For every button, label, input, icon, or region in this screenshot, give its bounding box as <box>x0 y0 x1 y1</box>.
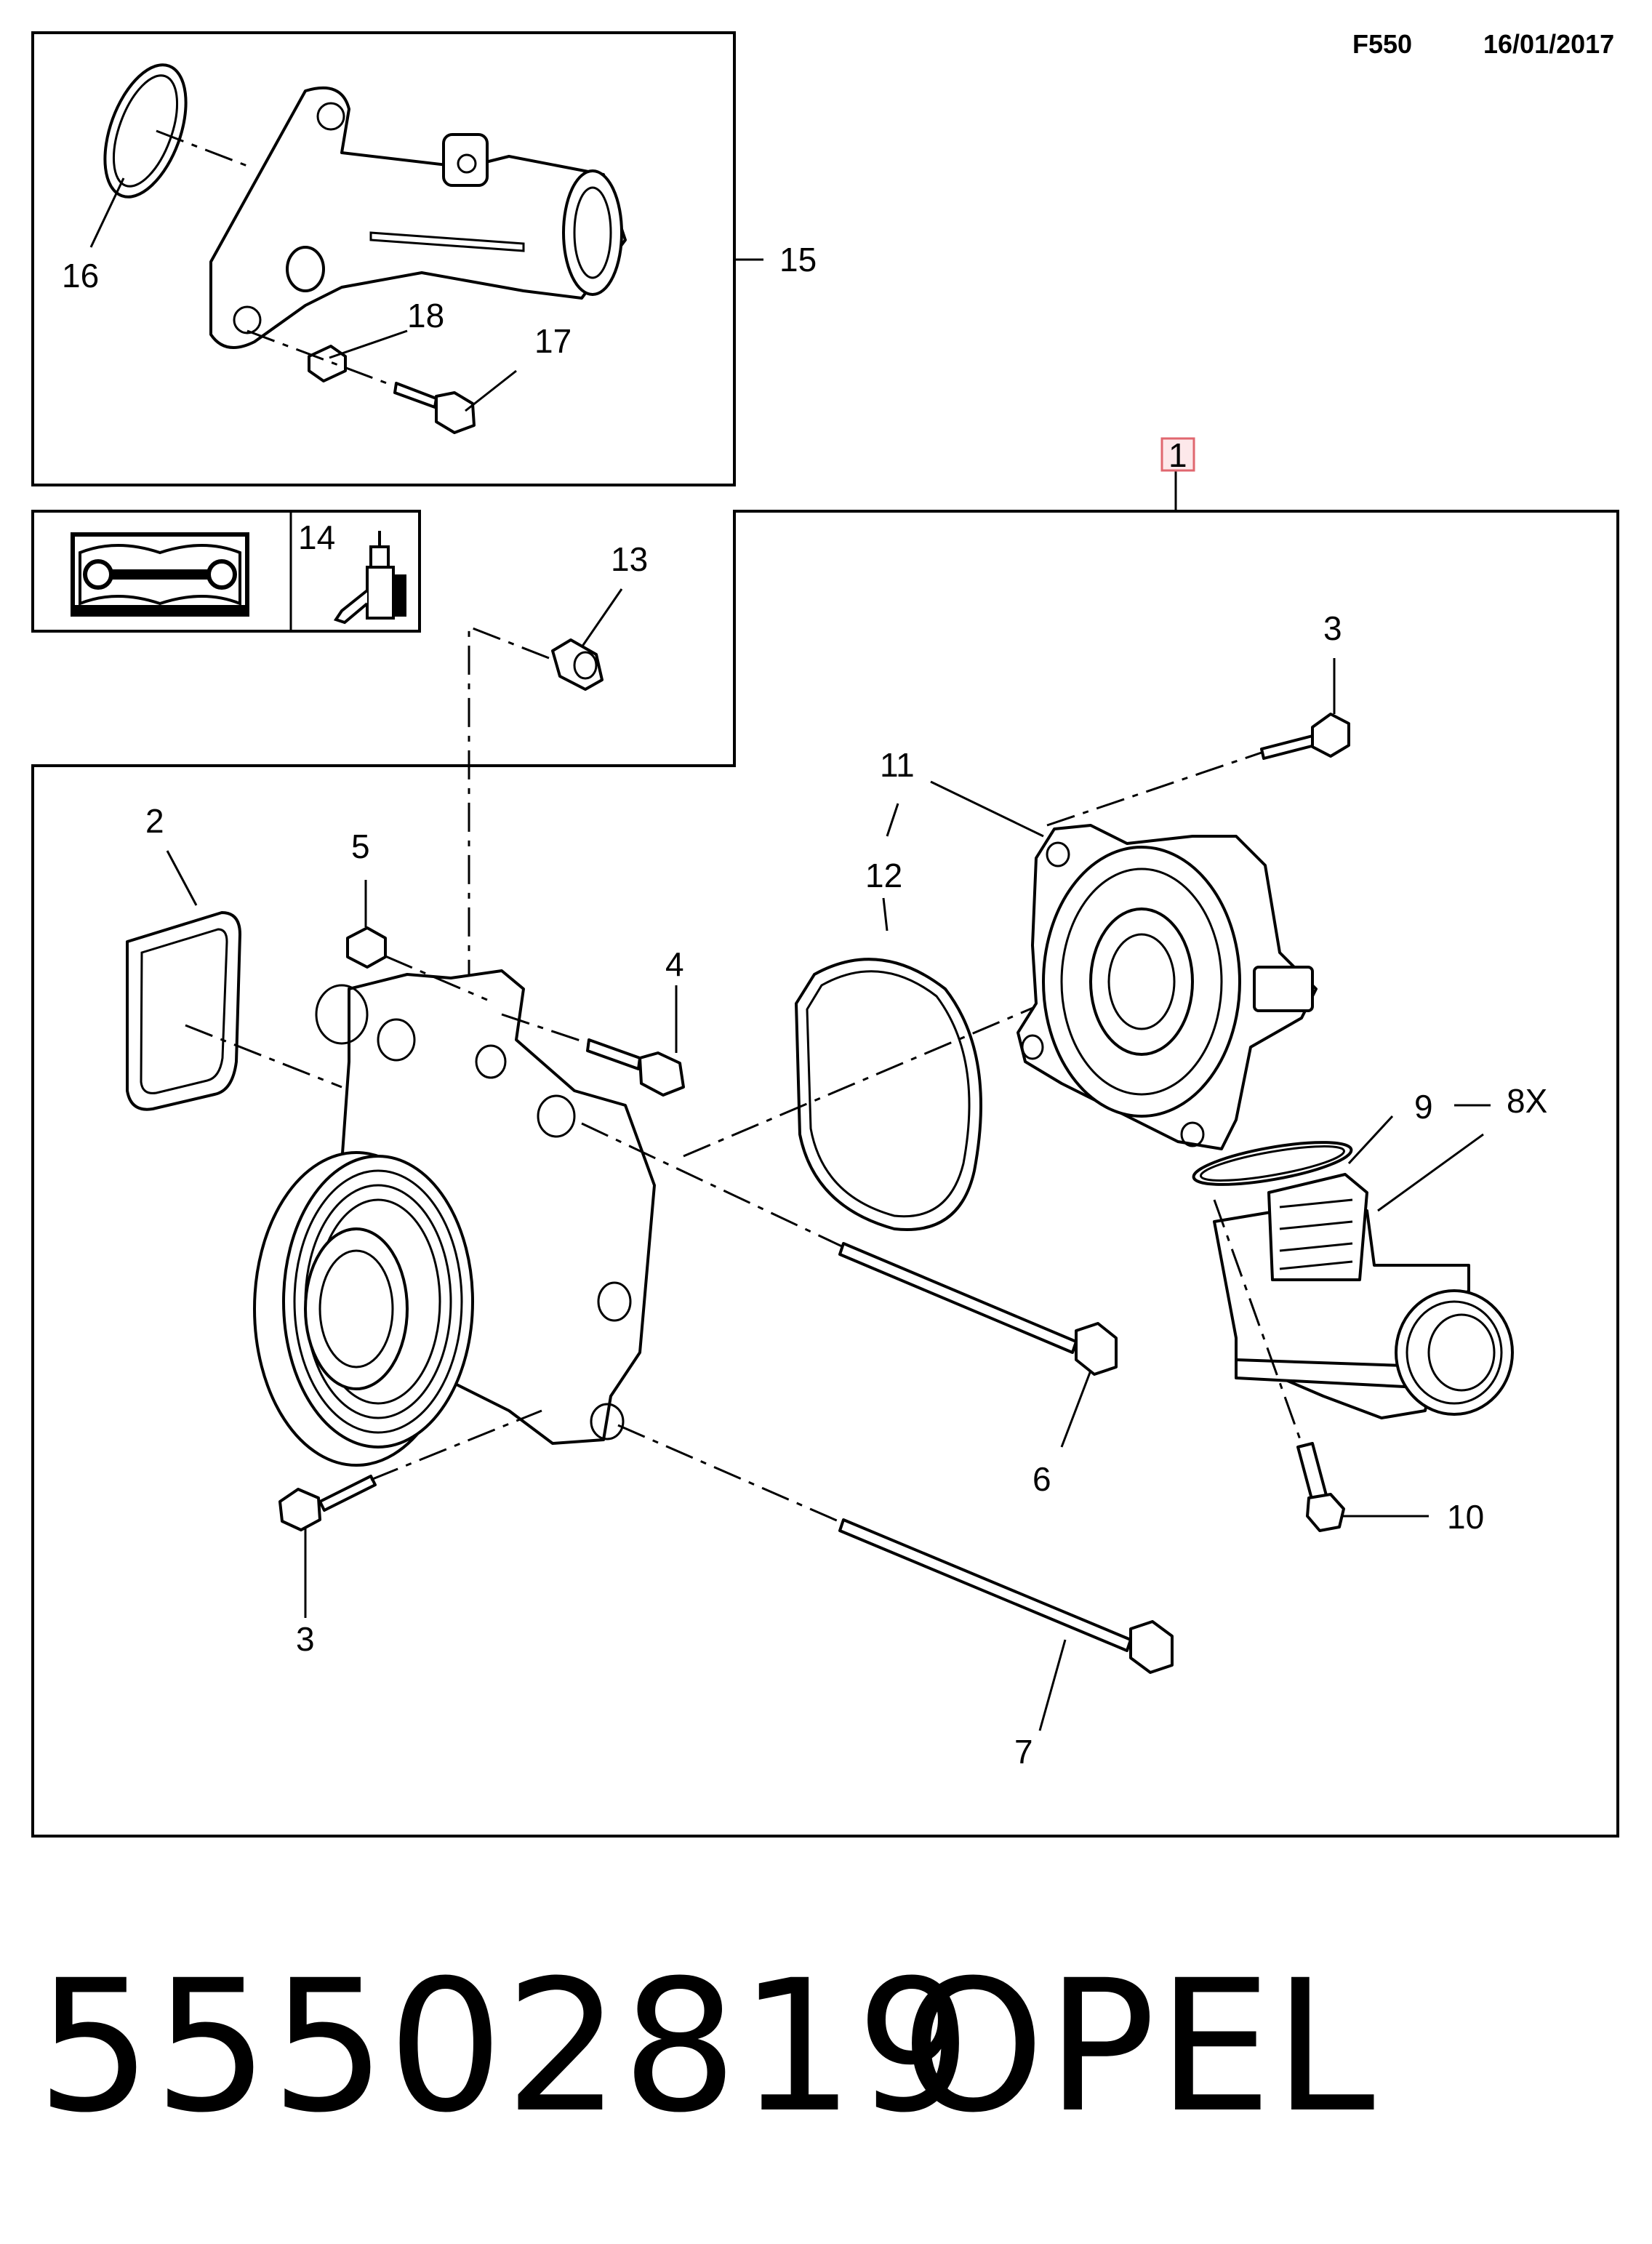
manual-book-wrench-icon <box>71 532 249 617</box>
part-number: 55502819 <box>36 1941 974 2152</box>
callout-6: 6 <box>1032 1460 1051 1498</box>
part-5-nut <box>346 926 387 969</box>
part-16-clamp-ring <box>103 63 188 199</box>
callout-3-top: 3 <box>1323 609 1342 647</box>
part-10-bolt <box>1296 1442 1345 1532</box>
callout-8x: 8X <box>1507 1082 1547 1120</box>
info-box <box>31 510 421 633</box>
part-3-bolt-top <box>1260 713 1350 760</box>
brand-name: OPEL <box>902 1941 1376 2152</box>
assembly-frame-1 <box>31 510 1619 1838</box>
part-6-bolt <box>838 1242 1118 1376</box>
callout-1: 1 <box>1168 436 1187 474</box>
callout-4: 4 <box>665 945 684 983</box>
callout-13: 13 <box>611 540 648 578</box>
callout-7: 7 <box>1014 1733 1033 1771</box>
callout-5: 5 <box>351 828 370 865</box>
callout-11: 11 <box>880 746 915 784</box>
part-13-plug <box>551 638 604 691</box>
callout-12: 12 <box>865 857 902 894</box>
callout-17: 17 <box>534 322 572 360</box>
callout-15: 15 <box>779 241 817 279</box>
callout-1-highlight <box>1160 437 1195 472</box>
part-9-oring <box>1192 1141 1353 1186</box>
diagram-code: F550 <box>1352 29 1413 59</box>
callout-14: 14 <box>298 518 335 556</box>
water-pump-body <box>253 969 656 1467</box>
part-11-housing <box>1017 824 1318 1150</box>
part-8-thermostat <box>1213 1173 1514 1419</box>
sealant-tube-icon <box>333 531 406 625</box>
part-7-bolt <box>838 1518 1174 1674</box>
part-2-gasket <box>126 911 241 1111</box>
part-12-seal <box>795 958 982 1231</box>
callout-10: 10 <box>1447 1498 1484 1536</box>
part-17-bolt <box>393 382 476 434</box>
callout-3-bottom: 3 <box>296 1620 315 1658</box>
part-18-nut <box>308 345 347 382</box>
diagram-date: 16/01/2017 <box>1483 29 1615 59</box>
callout-18: 18 <box>407 297 444 334</box>
callout-9: 9 <box>1414 1088 1433 1126</box>
part-15-intake-pipe <box>209 86 627 349</box>
callout-2: 2 <box>145 802 164 840</box>
part-3-bolt-bottom <box>278 1475 377 1531</box>
part-4-bolt <box>586 1038 685 1097</box>
callout-16: 16 <box>62 257 99 294</box>
